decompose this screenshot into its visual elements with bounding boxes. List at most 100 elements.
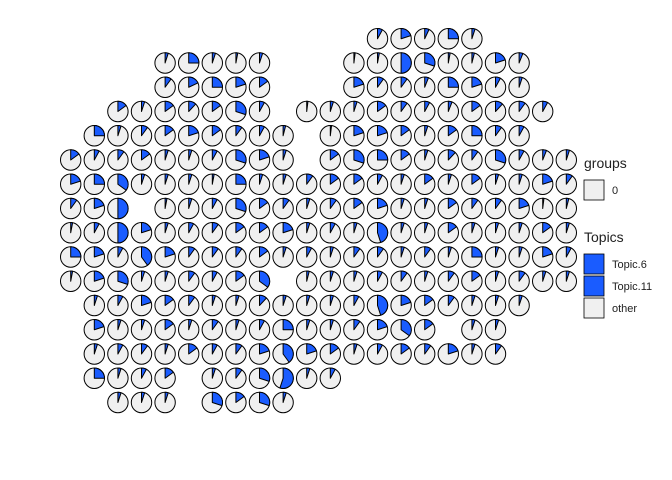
- pie-topic-slice: [117, 222, 129, 244]
- pie-marker: [484, 197, 507, 220]
- pie-topic-slice: [259, 294, 267, 306]
- pie-topic-slice: [565, 246, 572, 258]
- pie-topic-slice: [70, 246, 82, 258]
- pie-marker: [296, 270, 318, 292]
- pie-topic-slice: [471, 173, 481, 185]
- pie-topic-slice: [447, 52, 451, 64]
- pie-topic-slice: [117, 173, 129, 191]
- pie-topic-slice: [377, 319, 388, 331]
- pie-marker: [437, 52, 459, 74]
- pie-marker: [508, 222, 530, 244]
- pie-marker: [130, 246, 153, 268]
- pie-topic-slice: [400, 197, 405, 209]
- pie-marker: [107, 294, 129, 317]
- pie-marker: [319, 294, 341, 317]
- pie-topic-slice: [141, 222, 152, 234]
- pie-topic-slice: [188, 52, 200, 64]
- pie-marker: [390, 222, 412, 244]
- pie-topic-slice: [93, 270, 105, 282]
- pie-topic-slice: [164, 222, 169, 234]
- pie-marker: [248, 76, 271, 98]
- pie-marker: [272, 367, 294, 389]
- pie-topic-slice: [188, 270, 196, 282]
- pie-topic-slice: [424, 125, 429, 137]
- pie-topic-slice: [471, 52, 475, 64]
- pie-marker: [130, 149, 153, 171]
- pie-topic-slice: [164, 343, 169, 355]
- pie-topic-slice: [306, 246, 313, 258]
- pie-topic-slice: [353, 270, 358, 282]
- pie-marker: [248, 246, 271, 268]
- pie-marker: [154, 76, 176, 98]
- pie-marker: [461, 319, 483, 341]
- pie-marker: [154, 52, 176, 74]
- pie-marker: [130, 173, 153, 195]
- pie-topic-slice: [188, 100, 197, 112]
- pie-markers: [59, 28, 577, 414]
- pie-topic-slice: [93, 222, 100, 234]
- pie-marker: [201, 197, 224, 220]
- pie-topic-slice: [353, 197, 363, 209]
- pie-marker: [272, 246, 294, 268]
- pie-topic-slice: [329, 125, 333, 137]
- pie-marker: [366, 76, 389, 98]
- pie-marker: [508, 197, 530, 220]
- pie-marker: [390, 270, 412, 292]
- pie-topic-slice: [377, 343, 383, 355]
- pie-marker: [225, 197, 247, 220]
- pie-marker: [414, 319, 436, 341]
- pie-marker: [532, 100, 554, 123]
- pie-topic-slice: [400, 100, 408, 112]
- pie-marker: [319, 149, 341, 171]
- pie-topic-slice: [259, 270, 271, 288]
- legend-topic6-swatch: [583, 253, 605, 275]
- pie-marker: [154, 294, 176, 317]
- pie-marker: [390, 294, 412, 317]
- pie-topic-slice: [518, 100, 526, 112]
- pie-marker: [532, 222, 554, 244]
- pie-marker: [130, 100, 153, 123]
- pie-marker: [83, 246, 106, 268]
- pie-marker: [414, 125, 436, 147]
- pie-topic-slice: [565, 270, 570, 282]
- pie-topic-slice: [424, 319, 434, 331]
- pie-marker: [130, 270, 153, 292]
- pie-topic-slice: [447, 246, 452, 258]
- pie-topic-slice: [93, 343, 98, 355]
- pie-marker: [508, 125, 530, 147]
- pie-topic-slice: [518, 197, 530, 209]
- pie-marker: [414, 294, 436, 317]
- pie-topic-slice: [424, 52, 436, 67]
- pie-marker: [461, 343, 483, 365]
- pie-topic-slice: [329, 343, 340, 355]
- pie-marker: [225, 319, 247, 341]
- pie-marker: [201, 222, 224, 244]
- pie-topic-slice: [471, 149, 479, 161]
- pie-marker: [508, 173, 530, 195]
- pie-topic-slice: [306, 294, 311, 306]
- pie-topic-slice: [542, 173, 553, 185]
- pie-topic-slice: [164, 246, 176, 258]
- pie-topic-slice: [117, 270, 129, 285]
- pie-marker: [201, 100, 224, 123]
- pie-marker: [343, 246, 365, 268]
- pie-topic-slice: [377, 270, 383, 282]
- pie-topic-slice: [235, 76, 247, 88]
- pie-marker: [154, 270, 176, 292]
- pie-marker: [555, 222, 577, 244]
- pie-marker: [225, 52, 247, 74]
- pie-topic-slice: [329, 100, 334, 112]
- pie-marker: [532, 197, 554, 220]
- pie-topic-slice: [424, 28, 430, 40]
- pie-topic-slice: [188, 125, 199, 137]
- pie-topic-slice: [235, 319, 240, 331]
- pie-marker: [154, 319, 176, 341]
- pie-marker: [461, 270, 483, 292]
- pie-marker: [107, 125, 129, 147]
- pie-marker: [178, 100, 200, 123]
- pie-marker: [532, 149, 554, 171]
- pie-topic-slice: [259, 197, 269, 209]
- pie-marker: [319, 270, 341, 292]
- pie-marker: [437, 100, 459, 123]
- pie-marker: [107, 319, 129, 341]
